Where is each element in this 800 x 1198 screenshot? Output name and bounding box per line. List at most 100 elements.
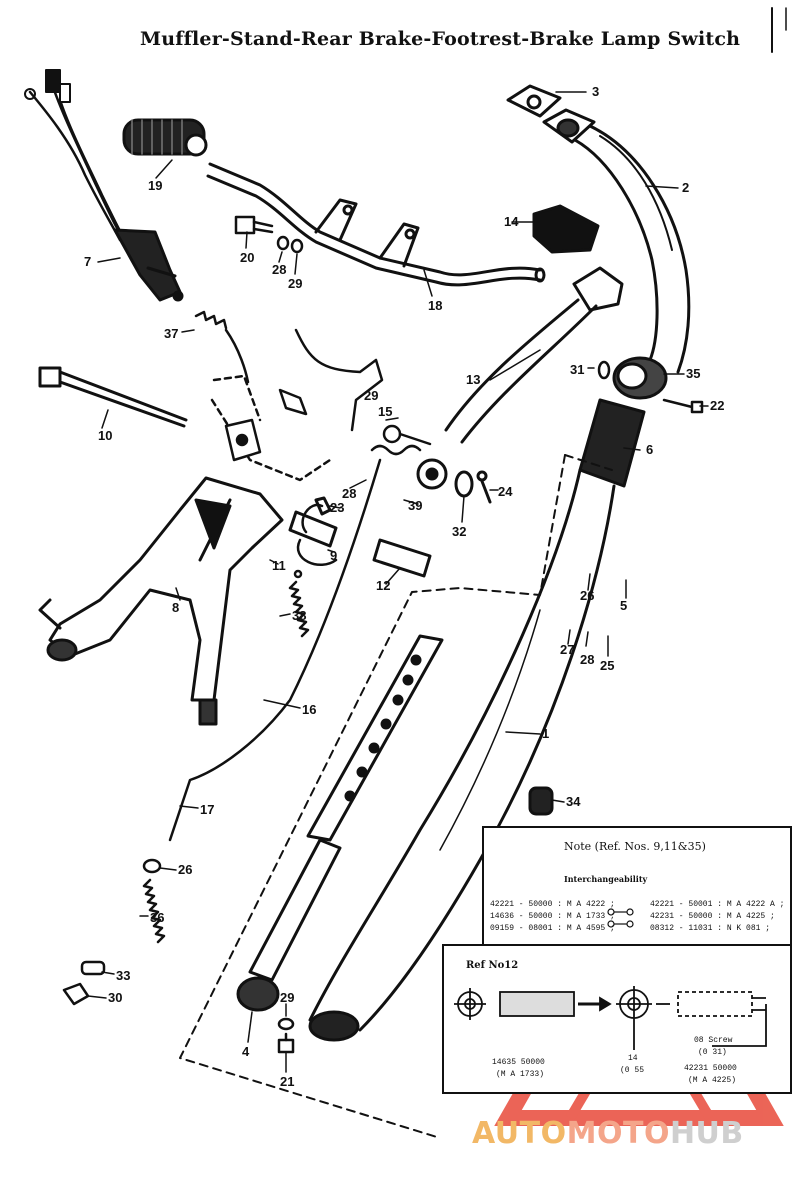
callout-1: 1 (542, 726, 550, 741)
callout-7: 7 (84, 254, 92, 269)
ref-screw-size: (0 31) (698, 1048, 727, 1057)
callout-19: 19 (148, 178, 163, 193)
watermark-moto: MOTO (566, 1116, 670, 1151)
stand-pipe-12 (372, 538, 432, 578)
gasket-3 (506, 84, 562, 118)
tail-pipe-insert (236, 634, 444, 1012)
callout-28-right: 28 (580, 652, 595, 667)
note-row-left-1: 42221 - 50000 : M A 4222 ; (490, 900, 615, 909)
callout-6: 6 (646, 442, 654, 457)
callout-20: 20 (240, 250, 255, 265)
bolt-22 (662, 398, 704, 414)
callout-8: 8 (172, 600, 180, 615)
note-row-right-1: 42221 - 50001 : M A 4222 A ; (650, 900, 785, 909)
callout-28-center: 28 (342, 486, 357, 501)
rubber-grip (122, 118, 208, 157)
interchangeability-note: Note (Ref. Nos. 9,11&35) Interchangeabil… (482, 826, 792, 954)
ref-12-detail: Ref No12 14635 50000 (M A 1733) 14 (0 55… (442, 944, 792, 1094)
pin-24 (476, 470, 492, 504)
brake-pedal (416, 266, 624, 490)
note-row-right-2: 42231 - 50000 : M A 4225 ; (650, 912, 775, 921)
ref-screw-label: 08 Screw (694, 1036, 733, 1045)
muffler-dashed-outline (179, 454, 613, 1139)
callout-29-center: 29 (364, 388, 379, 403)
muffler (308, 468, 616, 1042)
callout-15: 15 (378, 404, 393, 419)
callout-12: 12 (376, 578, 391, 593)
washer-32 (454, 470, 474, 498)
washer-31 (597, 360, 611, 380)
note-row-right-3: 08312 - 11031 : N K 081 ; (650, 924, 771, 933)
callout-leaders (87, 91, 709, 1073)
pivot-bolt (38, 366, 188, 428)
callout-10: 10 (98, 428, 113, 443)
brake-pedal-rubber (532, 204, 600, 254)
ref-left-part-number: 14635 50000 (492, 1058, 545, 1067)
callout-37: 37 (164, 326, 179, 341)
bracket-plate (224, 328, 384, 462)
callout-18: 18 (428, 298, 443, 313)
note-subtitle: Interchangeability (564, 874, 648, 884)
callout-28: 28 (272, 262, 287, 277)
washers-28-29 (276, 235, 304, 254)
callout-31: 31 (570, 362, 585, 377)
exhaust-pipe (542, 108, 691, 374)
brake-lamp-switch-wires (28, 76, 128, 244)
callout-27: 27 (560, 642, 575, 657)
callout-35: 35 (686, 366, 701, 381)
ref-mid-part-code: (0 55 (620, 1066, 645, 1075)
spring-hook-9 (296, 503, 338, 566)
watermark-hub: HUB (669, 1116, 744, 1151)
watermark-text: AUTOMOTOHUB (472, 1116, 744, 1151)
page-title: Muffler-Stand-Rear Brake-Footrest-Brake … (140, 28, 741, 50)
note-row-left-2: 14636 - 50000 : M A 1733 ; (490, 912, 615, 921)
note-row-left-3: 09159 - 08001 : M A 4595 ; (490, 924, 615, 933)
brake-rod (168, 458, 382, 842)
callout-21: 21 (280, 1074, 295, 1089)
callout-4: 4 (242, 1044, 250, 1059)
note-title: Note (Ref. Nos. 9,11&35) (564, 840, 706, 853)
callout-2: 2 (682, 180, 690, 195)
ref-right-part-code: (M A 4225) (688, 1076, 737, 1085)
callout-39: 39 (408, 498, 423, 513)
callout-3: 3 (592, 84, 600, 99)
callout-33: 33 (116, 968, 131, 983)
callout-14: 14 (504, 214, 519, 229)
callout-29-bottom: 29 (280, 990, 295, 1005)
main-stand (38, 476, 284, 726)
callout-32: 32 (452, 524, 467, 539)
callout-25: 25 (600, 658, 615, 673)
callout-29: 29 (288, 276, 303, 291)
callout-13: 13 (466, 372, 481, 387)
interchange-symbol-icon (607, 908, 634, 928)
brake-rod-adjuster (62, 858, 166, 1006)
muffler-front (578, 398, 646, 488)
callout-30: 30 (108, 990, 123, 1005)
callout-26-bottom: 26 (178, 862, 193, 877)
callout-16: 16 (302, 702, 317, 717)
nut-21 (277, 1032, 295, 1054)
stand-spring-38 (288, 569, 310, 638)
callout-34: 34 (566, 794, 581, 809)
ref-right-part-number: 42231 50000 (684, 1064, 737, 1073)
muffler-clamp (612, 356, 668, 400)
callout-36: 36 (150, 910, 165, 925)
washer-29-bottom (277, 1017, 295, 1031)
collar-34 (528, 786, 554, 816)
bolt-20 (234, 215, 274, 235)
spring-37 (194, 310, 250, 384)
callout-5: 5 (620, 598, 628, 613)
callout-11: 11 (272, 558, 286, 573)
footrest-bar (206, 162, 546, 287)
ref-12-drawing (454, 986, 767, 1050)
callout-38: 38 (292, 608, 307, 623)
ref-mid-part-number: 14 (628, 1054, 638, 1063)
callout-22: 22 (710, 398, 725, 413)
spring-15 (370, 424, 432, 456)
callout-24: 24 (498, 484, 513, 499)
ref-left-part-code: (M A 1733) (496, 1070, 545, 1079)
callout-26: 26 (580, 588, 595, 603)
callout-23: 23 (330, 500, 345, 515)
brake-lamp-switch (113, 228, 184, 302)
